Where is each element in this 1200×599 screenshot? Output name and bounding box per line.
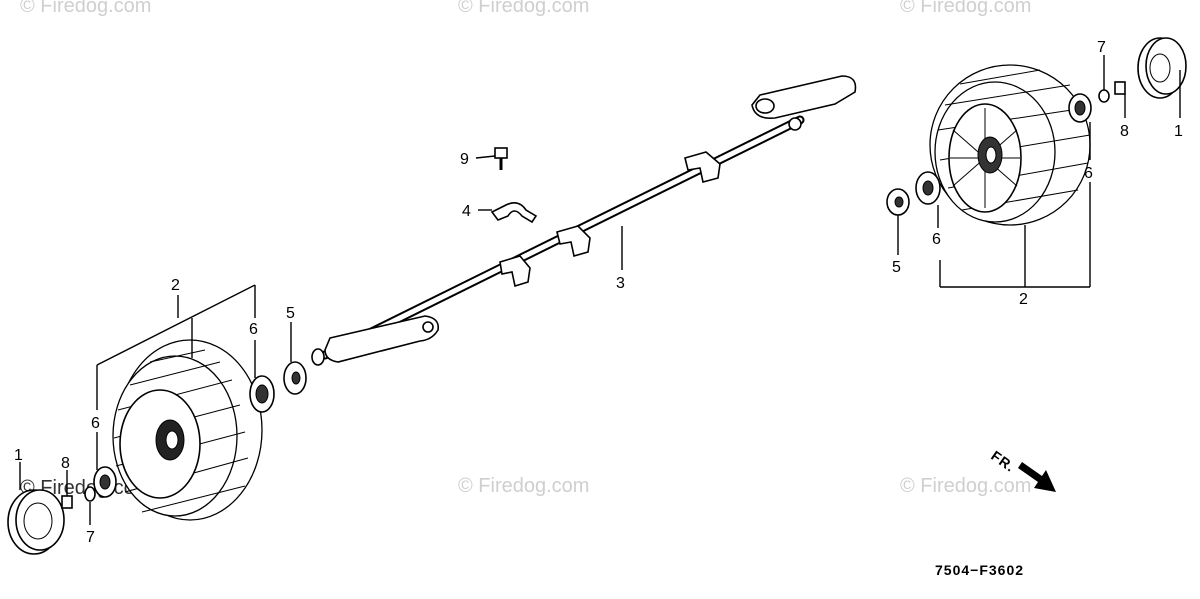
front-arrow-icon <box>1018 462 1056 492</box>
front-direction-label: FR. <box>988 447 1018 475</box>
watermark-top-left: © Firedog.com <box>20 0 151 17</box>
drawing-code: 7504−F3602 <box>935 562 1024 578</box>
right-bearing-outer <box>1068 93 1092 123</box>
right-bearing-inner <box>915 171 941 205</box>
callout-7-right: 7 <box>1097 39 1106 56</box>
left-bearing-inner <box>249 375 275 413</box>
right-hub-cap <box>1137 37 1187 99</box>
axle-assembly <box>311 75 857 366</box>
callout-6-right-outer: 6 <box>1084 165 1093 182</box>
watermark-top-right: © Firedog.com <box>900 0 1031 17</box>
callout-6-right-inner: 6 <box>932 231 941 248</box>
callout-1-right: 1 <box>1174 123 1183 140</box>
callout-6-left-inner: 6 <box>249 321 258 338</box>
callout-6-left-outer: 6 <box>91 415 100 432</box>
callout-2-right: 2 <box>1019 291 1028 308</box>
watermarks: © Firedog.com © Firedog.com © Firedog.co… <box>20 0 1031 499</box>
watermark-bottom-right: © Firedog.com <box>900 475 1031 497</box>
watermark-top-center: © Firedog.com <box>458 0 589 17</box>
callout-1-left: 1 <box>14 447 23 464</box>
left-bearing-outer <box>93 466 117 498</box>
callout-8-right: 8 <box>1120 123 1129 140</box>
left-washer <box>283 361 307 395</box>
callout-5-left: 5 <box>286 305 295 322</box>
right-wheel <box>929 64 1091 226</box>
leader-lines <box>19 55 1181 525</box>
callout-3: 3 <box>616 275 625 292</box>
watermark-bottom-center: © Firedog.com <box>458 475 589 497</box>
callouts: 2 6 5 6 1 8 7 3 4 9 5 6 2 6 7 8 1 <box>14 39 1183 546</box>
callout-9: 9 <box>460 151 469 168</box>
watermark-bottom-left: © Firedog.com <box>20 477 151 499</box>
callout-7-left: 7 <box>86 529 95 546</box>
left-wheel <box>112 339 263 521</box>
bolt-part-9 <box>494 147 508 170</box>
left-hub-cap <box>7 489 65 555</box>
clamp-part-4 <box>490 202 538 224</box>
callout-5-right: 5 <box>892 259 901 276</box>
right-bolt-and-washer <box>1098 81 1126 103</box>
callout-8-left: 8 <box>61 455 70 472</box>
callout-2-left: 2 <box>171 277 180 294</box>
callout-4: 4 <box>462 203 471 220</box>
right-washer <box>886 188 910 216</box>
